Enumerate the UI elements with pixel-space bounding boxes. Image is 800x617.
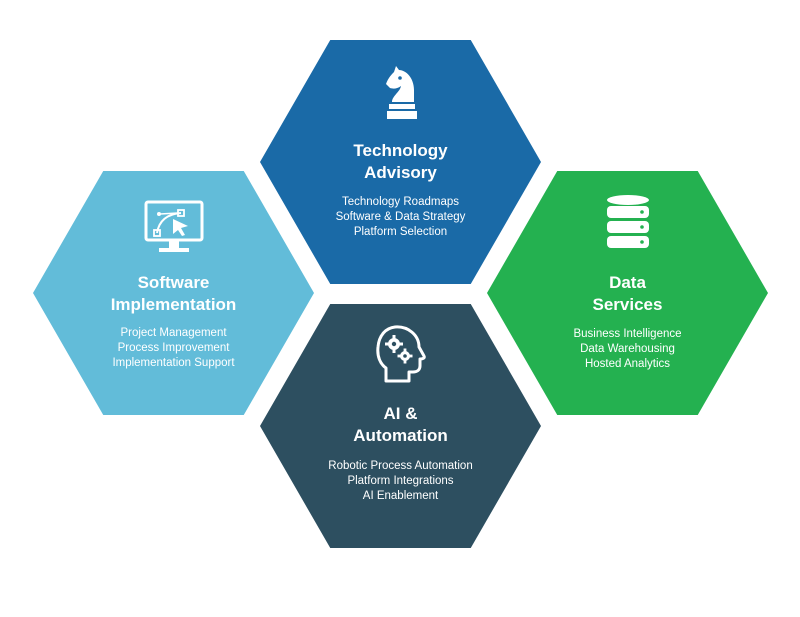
- hexagon-title: Data Services: [507, 272, 748, 316]
- list-item: Process Improvement: [117, 342, 230, 354]
- list-item: Hosted Analytics: [584, 358, 670, 370]
- hexagon-title: AI & Automation: [280, 403, 521, 447]
- hexagon-ai-automation: AI & Automation Robotic Process Automati…: [260, 304, 541, 548]
- hexagon-item-list: Robotic Process Automation Platform Inte…: [270, 459, 531, 504]
- hexagon-title-line1: Data: [609, 273, 646, 292]
- hexagon-item-list: Business Intelligence Data Warehousing H…: [497, 327, 758, 372]
- hexagon-title: Software Implementation: [53, 272, 294, 316]
- list-item: Business Intelligence: [573, 328, 682, 340]
- monitor-design-icon: [144, 200, 203, 252]
- chess-knight-icon: [385, 66, 417, 119]
- hexagon-title-line2: Automation: [353, 426, 448, 445]
- hexagon-data-services: Data Services Business Intelligence Data…: [487, 171, 768, 415]
- hexagon-title: Technology Advisory: [280, 140, 521, 184]
- list-item: Implementation Support: [112, 357, 235, 369]
- hexagon-technology-advisory: Technology Advisory Technology Roadmaps …: [260, 40, 541, 284]
- list-item: Data Warehousing: [580, 343, 675, 355]
- list-item: Software & Data Strategy: [335, 211, 466, 223]
- hexagon-title-line1: Software: [137, 273, 210, 292]
- list-item: Platform Integrations: [347, 475, 454, 487]
- head-gears-icon: [375, 325, 426, 383]
- database-icon: [606, 195, 649, 248]
- hexagon-software-implementation: Software Implementation Project Manageme…: [33, 171, 314, 415]
- list-item: Robotic Process Automation: [328, 460, 473, 472]
- hexagon-item-list: Technology Roadmaps Software & Data Stra…: [270, 195, 531, 240]
- list-item: Project Management: [120, 327, 227, 339]
- hexagon-title-line2: Services: [592, 295, 663, 314]
- hexagon-item-list: Project Management Process Improvement I…: [43, 326, 304, 371]
- hexagon-title-line1: AI &: [383, 404, 418, 423]
- list-item: Technology Roadmaps: [342, 196, 459, 208]
- list-item: Platform Selection: [353, 226, 448, 238]
- hexagon-title-line1: Technology: [353, 141, 448, 160]
- list-item: AI Enablement: [362, 490, 439, 502]
- hexagon-title-line2: Advisory: [364, 163, 437, 182]
- hexagon-title-line2: Implementation: [110, 295, 237, 314]
